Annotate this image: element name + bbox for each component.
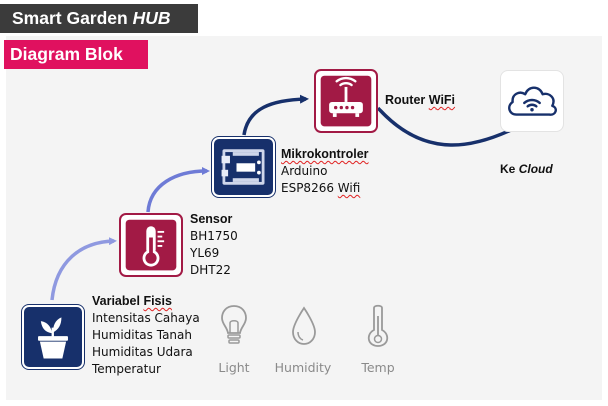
plant-line: Humiditas Udara [92,345,193,359]
plant-line: Humiditas Tanah [92,328,192,342]
router-label: Router WiFi [385,92,455,109]
cloud-label: Ke Cloud [500,162,553,176]
thermometer-outline-icon [367,304,389,347]
router-icon [320,75,372,127]
legend-label-light: Light [218,360,250,375]
plant-title: Variabel Fisis [92,294,172,308]
legend-label-humidity: Humidity [274,360,332,375]
arrow-micro-to-router [242,94,309,136]
micro-line: ESP8266 Wifi [281,181,361,195]
plant-line: Intensitas Cahaya [92,311,200,325]
arrow-plant-to-sensor [50,237,117,301]
water-drop-icon [292,306,316,345]
sensor-label: Sensor BH1750 YL69 DHT22 [190,211,238,279]
thermometer-icon [125,219,177,271]
sensor-line: DHT22 [190,263,231,277]
legend-label-temp: Temp [361,360,395,375]
plant-line: Temperatur [92,362,161,376]
arrow-sensor-to-micro [146,167,210,213]
light-bulb-icon [221,305,247,344]
title-main: Smart Garden [12,8,128,28]
page-subtitle: Diagram Blok [4,40,148,69]
microcontroller-node [212,137,275,197]
micro-title: Mikrokontroler [281,147,369,161]
plant-label: Variabel Fisis Intensitas Cahaya Humidit… [92,293,200,378]
router-node [314,69,378,133]
sensor-line: YL69 [190,246,220,260]
sensor-line: BH1750 [190,229,238,243]
microcontroller-label: Mikrokontroler Arduino ESP8266 Wifi [281,146,369,197]
sensor-title: Sensor [190,212,233,226]
micro-line: Arduino [281,164,328,178]
sensor-node [119,213,183,277]
cloud-node [500,70,564,132]
plant-node [22,305,84,369]
page-title: Smart Garden HUB [0,4,198,33]
cloud-wifi-icon [508,86,557,116]
router-title: Router WiFi [385,93,456,107]
plant-pot-icon [38,317,68,359]
arduino-board-icon [221,149,265,185]
title-italic: HUB [132,8,171,28]
